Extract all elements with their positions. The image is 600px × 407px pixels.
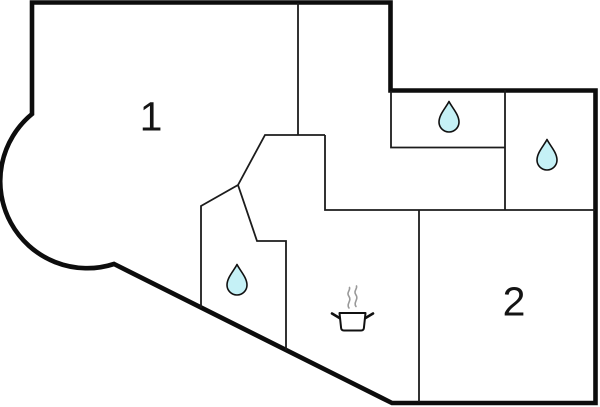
- water-drop-icon: [226, 263, 248, 296]
- pot-body: [338, 312, 367, 332]
- cooking-pot-icon: [330, 285, 375, 332]
- room-2-label: 2: [502, 278, 526, 325]
- steam-icon: [347, 285, 358, 309]
- water-drop-icon: [438, 100, 460, 133]
- interior-walls: [200, 3, 595, 402]
- room-1-label: 1: [139, 93, 163, 140]
- pot-handles: [330, 312, 375, 320]
- water-drop-icon: [536, 138, 558, 171]
